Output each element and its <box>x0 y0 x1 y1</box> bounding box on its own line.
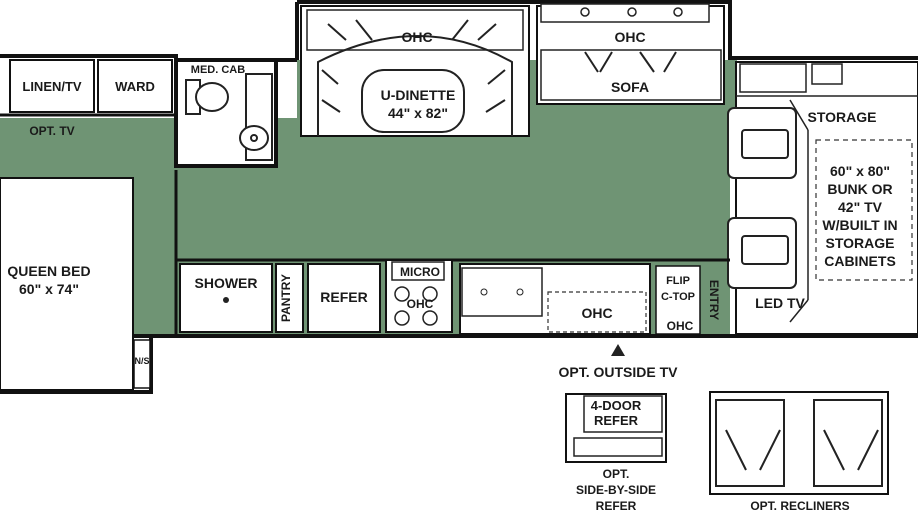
opt-sbs-line-2: SIDE-BY-SIDE <box>576 483 656 497</box>
four-door-label: 4-DOOR <box>591 398 642 413</box>
led-tv-label: LED TV <box>755 295 805 311</box>
sofa-label: SOFA <box>611 79 649 95</box>
sink-icon <box>239 73 273 161</box>
outside-tv: OPT. OUTSIDE TV <box>558 344 678 380</box>
c-top-label: C-TOP <box>661 291 695 303</box>
cab-seat-bottom <box>727 217 797 289</box>
linen-ward-cabinets: LINEN/TV WARD OPT. TV <box>0 59 176 138</box>
med-cab-label: MED. CAB <box>191 64 245 76</box>
entry-ohc-label: OHC <box>667 319 694 333</box>
dinette-ohc-label: OHC <box>401 29 432 45</box>
pantry-label: PANTRY <box>279 274 293 322</box>
flip-label: FLIP <box>666 275 690 287</box>
queen-bed: QUEEN BED 60" x 74" N/S <box>0 177 151 391</box>
ns-label: N/S <box>134 356 149 366</box>
opt-sbs-line-3: REFER <box>596 499 637 513</box>
bunk-line-6: CABINETS <box>824 253 896 269</box>
bunk-line-2: BUNK OR <box>827 181 892 197</box>
bathroom: MED. CAB <box>174 58 278 168</box>
cab-area: STORAGE 60" x 80" BUNK OR 42" TV W/BUILT… <box>727 61 918 335</box>
bunk-line-3: 42" TV <box>838 199 883 215</box>
sofa: OHC SOFA <box>536 3 725 105</box>
toilet-icon <box>185 79 229 115</box>
triangle-up-icon <box>611 344 625 356</box>
opt-tv-label: OPT. TV <box>29 124 74 138</box>
stove-icon <box>385 259 453 333</box>
opt-sbs-line-1: OPT. <box>603 467 630 481</box>
galley-ohc-label: OHC <box>581 305 612 321</box>
sofa-ohc-label: OHC <box>614 29 645 45</box>
galley-row: SHOWER PANTRY REFER MICRO OHC OHC FLIP C… <box>174 170 730 336</box>
four-door-refer-label: REFER <box>594 413 639 428</box>
recliners-option: OPT. RECLINERS <box>709 391 889 513</box>
queen-bed-label: QUEEN BED <box>7 263 90 279</box>
storage-label: STORAGE <box>808 109 877 125</box>
u-dinette: OHC U-DINETTE 44" x 82" <box>300 5 530 137</box>
ward-label: WARD <box>115 79 155 94</box>
bunk-line-4: W/BUILT IN <box>822 217 897 233</box>
linen-tv-label: LINEN/TV <box>22 79 82 94</box>
micro-label: MICRO <box>400 265 440 279</box>
micro-ohc-label: OHC <box>407 297 434 311</box>
cab-seat-top <box>727 107 797 179</box>
opt-outside-tv-label: OPT. OUTSIDE TV <box>558 364 678 380</box>
opt-recliners-label: OPT. RECLINERS <box>750 499 849 513</box>
entry-label: ENTRY <box>707 280 721 320</box>
kitchen-sink-icon <box>459 263 651 335</box>
refer-label: REFER <box>320 289 367 305</box>
u-dinette-label: U-DINETTE <box>381 87 456 103</box>
bunk-line-5: STORAGE <box>826 235 895 251</box>
shower-label: SHOWER <box>195 275 258 291</box>
u-dinette-size-label: 44" x 82" <box>388 105 448 121</box>
side-by-side-refer-option: 4-DOOR REFER OPT. SIDE-BY-SIDE REFER <box>565 393 667 513</box>
bunk-line-1: 60" x 80" <box>830 163 890 179</box>
queen-bed-size-label: 60" x 74" <box>19 281 79 297</box>
